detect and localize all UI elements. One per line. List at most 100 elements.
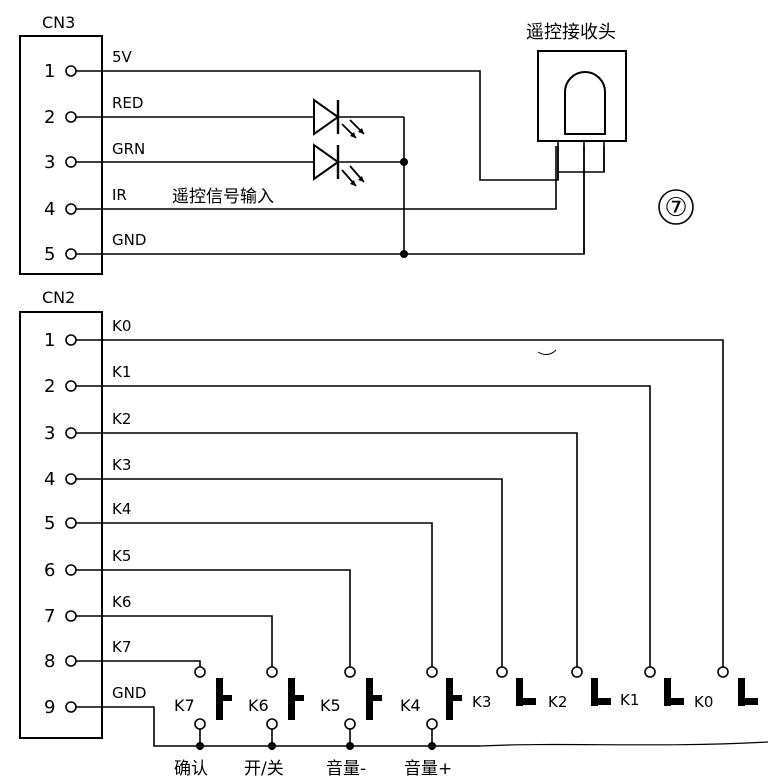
led-red xyxy=(313,98,365,139)
cn3-title: CN3 xyxy=(42,13,75,32)
cn2-pin-7-signal: K6 xyxy=(112,593,131,611)
switch-k3-plunger xyxy=(516,678,523,706)
junction-led-cathode xyxy=(400,158,408,166)
switch-k4: K4 音量+ xyxy=(400,666,462,779)
switch-k5-plunger-stem xyxy=(373,695,382,701)
cn2-pin-7-terminal xyxy=(65,610,77,622)
switch-k5-plunger xyxy=(366,678,373,720)
ir-input-label: 遥控信号输入 xyxy=(172,187,274,207)
switch-k2-plunger-stem xyxy=(591,698,611,705)
switch-k2: K2 xyxy=(548,666,611,711)
cn3-pin-4-signal: IR xyxy=(112,186,127,204)
switch-k7-plunger xyxy=(216,678,223,720)
switch-k0-label: K0 xyxy=(694,693,713,711)
switch-k0-plunger-stem xyxy=(738,698,758,705)
led-green-symbol xyxy=(313,143,340,181)
switch-k2-top-terminal xyxy=(571,666,583,678)
cn2-pin-6-number: 6 xyxy=(44,560,55,581)
cn2-pin-4-terminal xyxy=(65,473,77,485)
switch-k3: K3 xyxy=(472,666,536,711)
cn2-pins: 1 K0 2 K1 3 K2 4 K3 5 K4 6 K5 7 K6 8 K7 … xyxy=(44,317,146,718)
switch-k4-plunger-stem xyxy=(453,695,462,701)
switch-k0-top-terminal xyxy=(717,666,729,678)
ir-receiver-label: 遥控接收头 xyxy=(526,22,616,43)
cn2-pin-5-terminal xyxy=(65,517,77,529)
switch-k7-label: K7 xyxy=(174,696,195,715)
switch-k5-top-terminal xyxy=(344,666,356,678)
scan-mark xyxy=(537,349,557,356)
switch-k7-top-terminal xyxy=(194,666,206,678)
switch-k0: K0 xyxy=(694,666,758,711)
cn2-wiring xyxy=(76,339,768,747)
cn3-pin-2-signal: RED xyxy=(112,94,143,112)
led-green-ray-arrow xyxy=(358,176,364,182)
cn2-pin-2-terminal xyxy=(65,380,77,392)
wire-k0 xyxy=(76,339,724,667)
cn3-pin-5-terminal xyxy=(65,248,77,260)
cn3-pin-4-number: 4 xyxy=(44,199,55,220)
led-green xyxy=(313,143,365,187)
switch-k5-label: K5 xyxy=(320,696,341,715)
switch-k4-function: 音量+ xyxy=(404,759,452,779)
cn3-pins: 1 5V 2 RED 3 GRN 4 IR 5 GND xyxy=(44,48,146,265)
switch-k2-plunger xyxy=(591,678,598,706)
wire-ir xyxy=(76,146,557,210)
wire-k6 xyxy=(76,615,273,667)
wire-k7 xyxy=(76,660,201,667)
cn2-pin-3-terminal xyxy=(65,427,77,439)
switch-k5-bottom-terminal xyxy=(344,718,356,730)
switch-k1: K1 xyxy=(620,666,684,709)
ir-receiver-lens xyxy=(564,71,606,135)
wire-k2 xyxy=(76,432,578,667)
switch-k5: K5 音量- xyxy=(320,666,382,779)
switch-k6-function: 开/关 xyxy=(244,759,284,779)
switch-k6: K6 开/关 xyxy=(244,666,304,779)
wire-gnd-bus xyxy=(76,706,480,747)
cn2-pin-3-signal: K2 xyxy=(112,410,131,428)
wire-k1 xyxy=(76,385,651,667)
switch-k7-function: 确认 xyxy=(174,759,208,779)
cn2-pin-9-signal: GND xyxy=(112,684,146,702)
cn3-pin-2-terminal xyxy=(65,111,77,123)
figure-number-circle xyxy=(658,189,694,225)
switch-k1-label: K1 xyxy=(620,691,639,709)
switch-k7-plunger-stem xyxy=(223,695,232,701)
cn2-pin-2-number: 2 xyxy=(44,376,55,397)
wire-gnd-bus-faded xyxy=(479,741,768,747)
led-red-ray-arrow xyxy=(350,132,356,138)
switch-k6-label: K6 xyxy=(248,696,269,715)
cn2-pin-6-terminal xyxy=(65,564,77,576)
cn2-title: CN2 xyxy=(42,288,75,307)
figure-number: ⑦ xyxy=(664,193,687,223)
cn2-pin-6-signal: K5 xyxy=(112,547,131,565)
cn3-pin-5-signal: GND xyxy=(112,231,146,249)
cn2-pin-8-number: 8 xyxy=(44,651,55,672)
cn2-pin-4-signal: K3 xyxy=(112,456,131,474)
switch-k0-plunger xyxy=(738,678,745,706)
switch-k1-top-terminal xyxy=(644,666,656,678)
cn3-pin-1-terminal xyxy=(65,65,77,77)
switch-k6-plunger-stem xyxy=(295,695,304,701)
switch-k6-plunger xyxy=(288,678,295,720)
cn2-pin-1-signal: K0 xyxy=(112,317,131,335)
switch-k3-plunger-stem xyxy=(516,698,536,705)
cn3-wiring xyxy=(76,70,605,258)
cn3-pin-3-terminal xyxy=(65,156,77,168)
led-green-ray-arrow xyxy=(350,180,356,186)
cn3-pin-3-signal: GRN xyxy=(112,140,145,158)
switch-k5-gnd-junction xyxy=(346,742,354,750)
switch-k3-label: K3 xyxy=(472,693,491,711)
switch-k4-gnd-junction xyxy=(428,742,436,750)
cn2-pin-7-number: 7 xyxy=(44,606,55,627)
switch-k1-plunger-stem xyxy=(664,698,684,705)
cn2-pin-9-number: 9 xyxy=(44,697,55,718)
cn2-connector-box xyxy=(19,311,103,739)
switch-k4-plunger xyxy=(446,678,453,720)
cn3-pin-2-number: 2 xyxy=(44,107,55,128)
cn2-pin-5-number: 5 xyxy=(44,513,55,534)
switch-k5-function: 音量- xyxy=(326,759,366,779)
switch-k4-label: K4 xyxy=(400,696,421,715)
switch-k2-label: K2 xyxy=(548,693,567,711)
cn2-pin-2-signal: K1 xyxy=(112,363,131,381)
